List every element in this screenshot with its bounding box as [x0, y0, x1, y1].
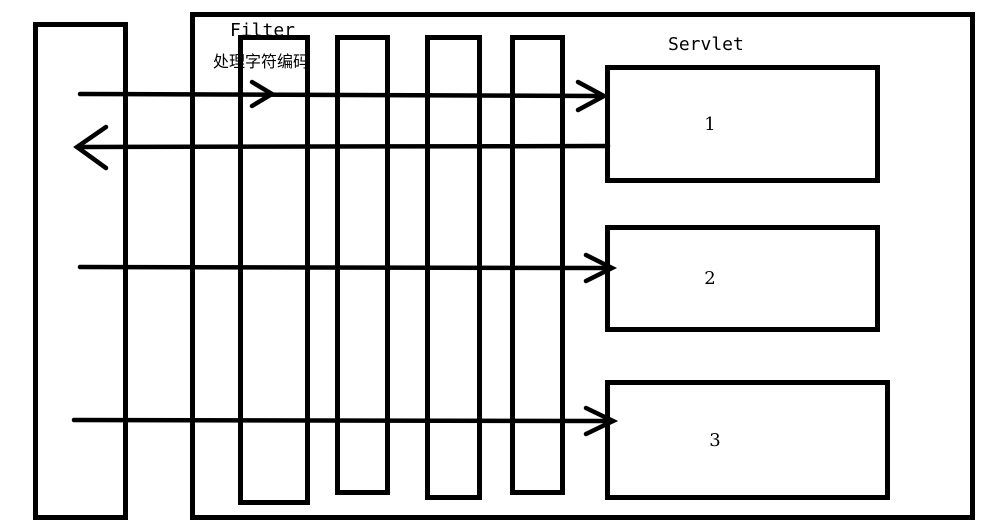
filter-box-3 — [425, 35, 482, 500]
filter-box-1 — [238, 35, 310, 505]
servlet-3-label: 3 — [709, 429, 721, 451]
servlet-box-1: 1 — [605, 65, 880, 183]
filter-box-2 — [335, 35, 390, 495]
servlet-2-label: 2 — [704, 268, 716, 289]
filter-box-4 — [510, 35, 565, 495]
servlet-box-3: 3 — [605, 380, 890, 500]
servlet-title: Servlet — [668, 34, 744, 55]
servlet-1-label: 1 — [704, 113, 716, 135]
servlet-box-2: 2 — [605, 225, 880, 332]
filter-subtitle: 处理字符编码 — [213, 52, 310, 71]
client-box — [33, 22, 128, 520]
